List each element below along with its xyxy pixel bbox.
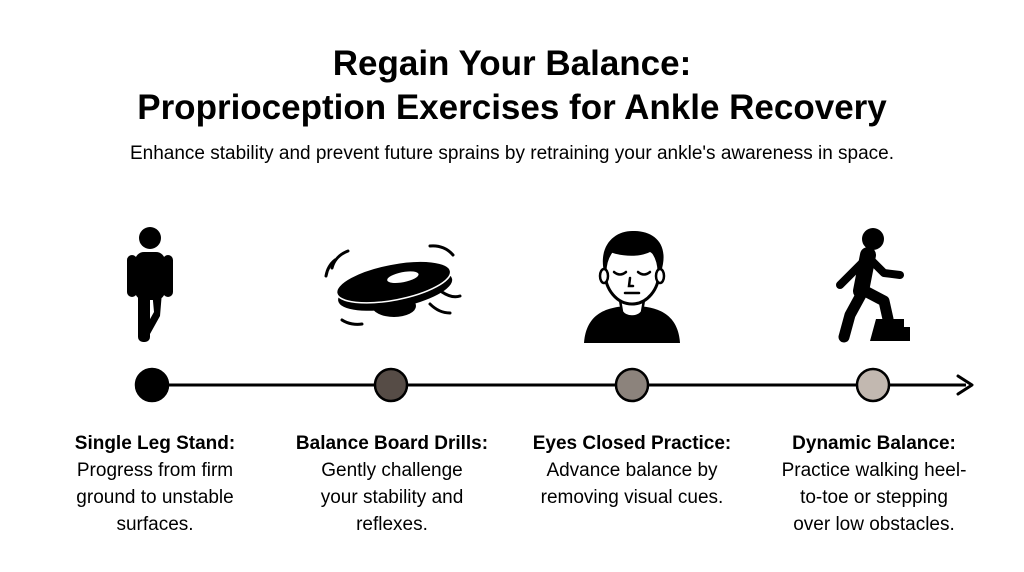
single-leg-stand-icon bbox=[127, 227, 173, 342]
step-desc-line: ground to unstable bbox=[76, 487, 234, 508]
timeline-node-1 bbox=[134, 367, 170, 403]
step-desc-line: reflexes. bbox=[356, 514, 428, 535]
step-desc-line: Advance balance by bbox=[546, 460, 718, 481]
step-eyes-closed-practice: Eyes Closed Practice: Advance balance by… bbox=[517, 430, 747, 511]
step-desc-line: removing visual cues. bbox=[540, 487, 724, 508]
timeline-node-4 bbox=[855, 367, 891, 403]
step-title: Dynamic Balance: bbox=[792, 433, 956, 454]
timeline-arrowhead bbox=[956, 374, 974, 396]
step-desc-line: Practice walking heel- bbox=[781, 460, 967, 481]
eyes-closed-face-icon bbox=[584, 230, 680, 343]
title-line-1: Regain Your Balance: bbox=[332, 44, 692, 83]
step-title: Single Leg Stand: bbox=[74, 433, 236, 454]
title-line-2: Proprioception Exercises for Ankle Recov… bbox=[137, 88, 887, 127]
step-title: Eyes Closed Practice: bbox=[532, 433, 732, 454]
step-single-leg-stand: Single Leg Stand: Progress from firm gro… bbox=[40, 430, 270, 538]
timeline bbox=[134, 367, 974, 403]
step-desc-line: to-toe or stepping bbox=[800, 487, 948, 508]
step-title: Balance Board Drills: bbox=[295, 433, 489, 454]
subtitle: Enhance stability and prevent future spr… bbox=[129, 143, 895, 164]
step-desc-line: your stability and bbox=[320, 487, 464, 508]
step-desc-line: over low obstacles. bbox=[793, 514, 955, 535]
timeline-node-2 bbox=[373, 367, 409, 403]
step-desc-line: Progress from firm bbox=[76, 460, 234, 481]
step-balance-board-drills: Balance Board Drills: Gently challenge y… bbox=[277, 430, 507, 538]
step-dynamic-balance: Dynamic Balance: Practice walking heel- … bbox=[759, 430, 989, 538]
step-over-obstacle-icon bbox=[836, 228, 910, 343]
step-desc-line: surfaces. bbox=[116, 514, 194, 535]
step-desc-line: Gently challenge bbox=[321, 460, 463, 481]
timeline-node-3 bbox=[614, 367, 650, 403]
balance-board-icon bbox=[324, 244, 462, 326]
